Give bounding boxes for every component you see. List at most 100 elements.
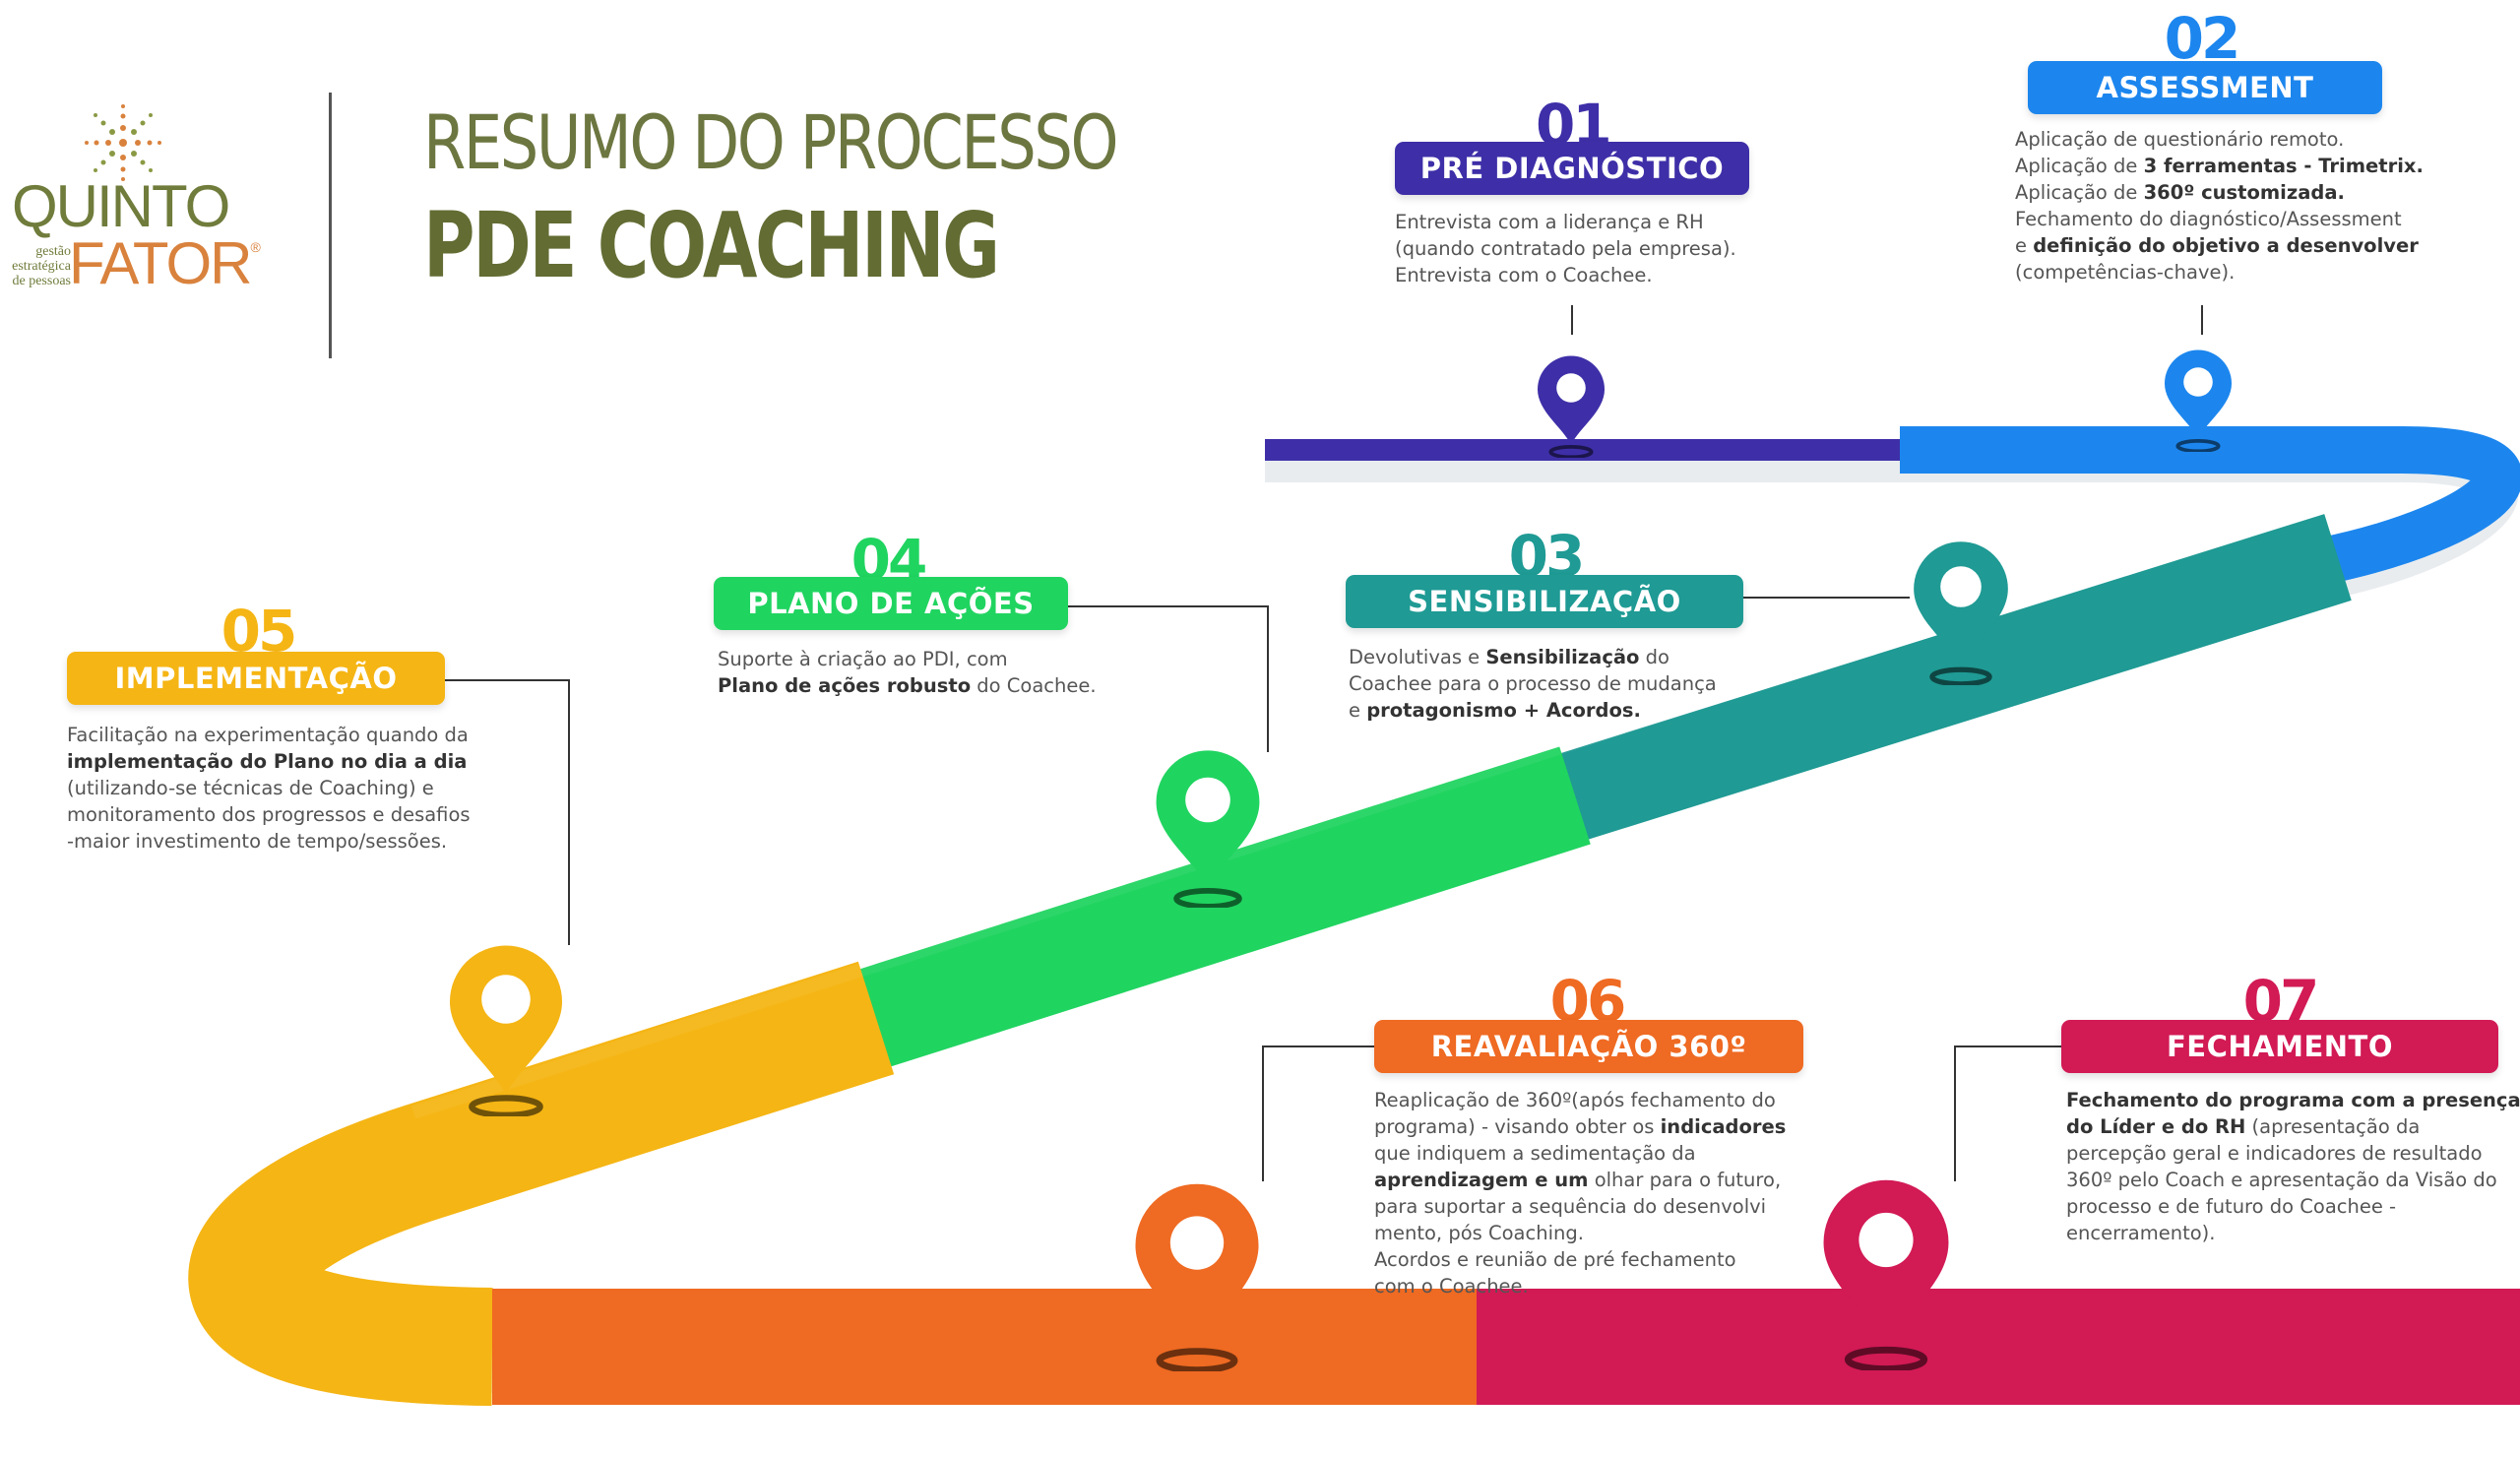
step-5-description-line: (utilizando-se técnicas de Coaching) e bbox=[67, 775, 471, 801]
logo-tagline-line: gestão bbox=[35, 244, 71, 259]
logo-tagline: gestão estratégica de pessoas bbox=[2, 244, 71, 288]
company-logo: QUINTO FATOR® gestão estratégica de pess… bbox=[0, 98, 266, 305]
text: Facilitação na experimentação quando da bbox=[67, 724, 469, 746]
text: Coachee para o processo de mudança bbox=[1349, 672, 1717, 695]
bold-text: Fechamento do programa com a presença bbox=[2066, 1089, 2520, 1111]
logo-word-quinto: QUINTO bbox=[12, 173, 230, 239]
step-3-description-line: e protagonismo + Acordos. bbox=[1349, 697, 1717, 724]
step-2-description: Aplicação de questionário remoto. Aplicaç… bbox=[2015, 126, 2424, 285]
step-3-title-badge: SENSIBILIZAÇÃO bbox=[1346, 575, 1743, 628]
header-divider bbox=[329, 93, 332, 358]
step-5-title-badge: IMPLEMENTAÇÃO bbox=[67, 652, 445, 705]
road-segment-2 bbox=[1900, 426, 2520, 585]
step-5-connector-line bbox=[445, 679, 568, 681]
step-4-connector-line bbox=[1068, 605, 1267, 607]
text: monitoramento dos progressos e desafios bbox=[67, 803, 471, 826]
logo-tagline-line: estratégica bbox=[12, 259, 71, 274]
step-6-description-line: mento, pós Coaching. bbox=[1374, 1220, 1786, 1246]
step-3-description-line: Devolutivas e Sensibilização do bbox=[1349, 644, 1717, 670]
step-3-description-line: Coachee para o processo de mudança bbox=[1349, 670, 1717, 697]
text: Aplicação de questionário remoto. bbox=[2015, 128, 2345, 151]
step-6-description-line: com o Coachee. bbox=[1374, 1273, 1786, 1299]
step-6-title-badge: REAVALIAÇÃO 360º bbox=[1374, 1020, 1803, 1073]
text: mento, pós Coaching. bbox=[1374, 1222, 1584, 1244]
step-7-map-pin-icon bbox=[1823, 1179, 1949, 1370]
text: (quando contratado pela empresa). bbox=[1395, 237, 1736, 260]
step-2-title-badge: ASSESSMENT bbox=[2028, 61, 2382, 114]
step-4-map-pin-icon bbox=[1156, 750, 1260, 908]
text: para suportar a sequência do desenvolvi bbox=[1374, 1195, 1767, 1218]
starburst-icon bbox=[85, 104, 161, 181]
step-5-connector-line bbox=[568, 679, 570, 945]
step-2-description-line: Aplicação de 360º customizada. bbox=[2015, 179, 2424, 206]
bold-text: Plano de ações robusto bbox=[718, 674, 972, 697]
step-5-description-line: Facilitação na experimentação quando da bbox=[67, 722, 471, 748]
step-1-title-badge: PRÉ DIAGNÓSTICO bbox=[1395, 142, 1749, 195]
text: Entrevista com o Coachee. bbox=[1395, 264, 1653, 286]
step-4-title-badge: PLANO DE AÇÕES bbox=[714, 577, 1068, 630]
step-4-description-line: Suporte à criação ao PDI, com bbox=[718, 646, 1097, 672]
road-segment-4 bbox=[841, 746, 1591, 1073]
step-6-connector-line bbox=[1262, 1045, 1374, 1047]
text: programa) - visando obter os bbox=[1374, 1115, 1661, 1138]
text: Devolutivas e bbox=[1349, 646, 1486, 668]
step-5-number: 05 bbox=[220, 598, 298, 665]
step-5-description-line: -maior investimento de tempo/sessões. bbox=[67, 828, 471, 855]
page-title-line-1: RESUMO DO PROCESSO bbox=[423, 98, 1119, 186]
step-2-connector-line bbox=[2201, 305, 2203, 335]
road-edge bbox=[410, 485, 2365, 1119]
bold-text: Sensibilização bbox=[1485, 646, 1640, 668]
step-4-connector-line bbox=[1267, 605, 1269, 752]
text: do bbox=[1639, 646, 1670, 668]
step-3-connector-line bbox=[1743, 597, 1910, 599]
bold-text: protagonismo + Acordos. bbox=[1366, 699, 1641, 722]
step-6-description-line: Acordos e reunião de pré fechamento bbox=[1374, 1246, 1786, 1273]
text: (utilizando-se técnicas de Coaching) e bbox=[67, 777, 434, 799]
step-2-number: 02 bbox=[2164, 5, 2241, 72]
step-7-connector-line bbox=[1954, 1045, 1956, 1181]
step-3-map-pin-icon bbox=[1914, 541, 2008, 685]
bold-text: aprendizagem e um bbox=[1374, 1169, 1589, 1191]
step-2-description-line: Aplicação de questionário remoto. bbox=[2015, 126, 2424, 153]
step-6-description-line: para suportar a sequência do desenvolvi bbox=[1374, 1193, 1786, 1220]
bold-text: do Líder e do RH bbox=[2066, 1115, 2246, 1138]
step-6-description-line: aprendizagem e um olhar para o futuro, bbox=[1374, 1167, 1786, 1193]
step-2-map-pin-icon bbox=[2164, 349, 2233, 452]
text: olhar para o futuro, bbox=[1588, 1169, 1782, 1191]
step-7-description-line: Fechamento do programa com a presença bbox=[2066, 1087, 2520, 1113]
step-6-description-line: Reaplicação de 360º(após fechamento do bbox=[1374, 1087, 1786, 1113]
text: Aplicação de bbox=[2015, 155, 2144, 177]
text: percepção geral e indicadores de resulta… bbox=[2066, 1142, 2483, 1165]
text: Aplicação de bbox=[2015, 181, 2144, 204]
page-title-line-2: PDE COACHING bbox=[423, 193, 1000, 298]
step-1-description-line: Entrevista com a liderança e RH bbox=[1395, 209, 1736, 235]
step-2-description-line: (competências-chave). bbox=[2015, 259, 2424, 285]
step-4-description-line: Plano de ações robusto do Coachee. bbox=[718, 672, 1097, 699]
step-1-description: Entrevista com a liderança e RH (quando c… bbox=[1395, 209, 1736, 288]
text: que indiquem a sedimentação da bbox=[1374, 1142, 1696, 1165]
text: (apresentação da bbox=[2245, 1115, 2421, 1138]
bold-text: definição do objetivo a desenvolver bbox=[2033, 234, 2419, 257]
logo-tagline-line: de pessoas bbox=[12, 274, 72, 288]
step-2-description-line: Fechamento do diagnóstico/Assessment bbox=[2015, 206, 2424, 232]
step-5-description-line: monitoramento dos progressos e desafios bbox=[67, 801, 471, 828]
text: processo e de futuro do Coachee - bbox=[2066, 1195, 2397, 1218]
bold-text: 360º customizada. bbox=[2143, 181, 2345, 204]
logo-fator-text: FATOR bbox=[69, 230, 252, 296]
bold-text: indicadores bbox=[1660, 1115, 1787, 1138]
text: e bbox=[1349, 699, 1367, 722]
step-7-description-line: 360º pelo Coach e apresentação da Visão … bbox=[2066, 1167, 2520, 1193]
step-6-description-line: que indiquem a sedimentação da bbox=[1374, 1140, 1786, 1167]
text: Fechamento do diagnóstico/Assessment bbox=[2015, 208, 2402, 230]
text: (competências-chave). bbox=[2015, 261, 2236, 284]
step-7-description-line: percepção geral e indicadores de resulta… bbox=[2066, 1140, 2520, 1167]
text: Entrevista com a liderança e RH bbox=[1395, 211, 1704, 233]
step-6-map-pin-icon bbox=[1135, 1183, 1259, 1371]
road-segment-5 bbox=[188, 961, 895, 1406]
step-7-description-line: do Líder e do RH (apresentação da bbox=[2066, 1113, 2520, 1140]
